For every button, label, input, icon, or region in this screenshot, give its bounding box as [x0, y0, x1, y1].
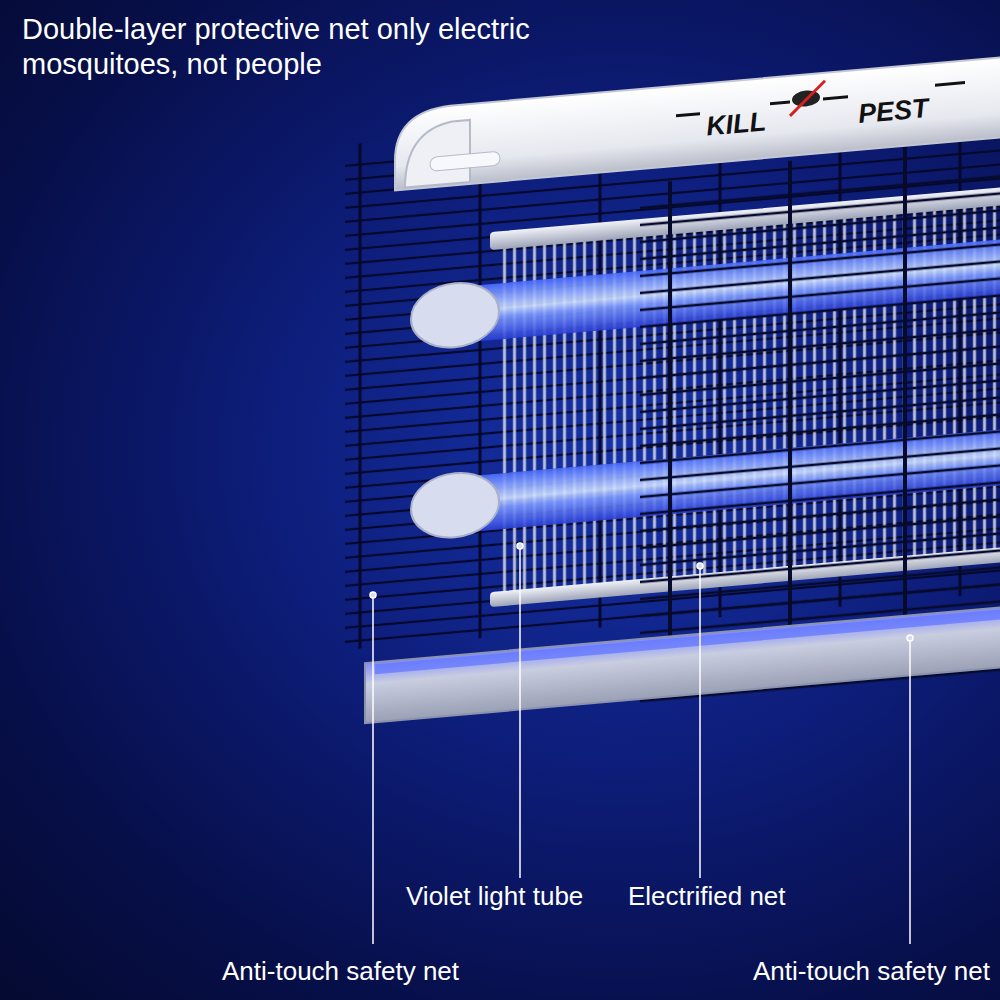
logo-text: PEST	[857, 92, 930, 130]
part-label: Electrified net	[628, 881, 786, 912]
tray-glow	[375, 609, 1000, 674]
part-label: Anti-touch safety net	[753, 956, 990, 987]
tube-cap	[411, 469, 499, 541]
top-housing	[395, 57, 1000, 190]
logo-text: KILL	[705, 105, 768, 142]
part-label: Violet light tube	[406, 881, 583, 912]
zapper-body	[345, 57, 1000, 730]
tube-cap	[411, 279, 499, 351]
front-net-frame	[670, 141, 905, 697]
heading: Double-layer protective net only electri…	[22, 12, 582, 82]
housing-end	[405, 120, 470, 188]
bottom-tray	[365, 607, 1000, 723]
housing-slot	[430, 151, 500, 171]
leader-lines	[370, 543, 913, 944]
logo-slash	[790, 81, 825, 116]
part-label: Anti-touch safety net	[222, 956, 459, 987]
